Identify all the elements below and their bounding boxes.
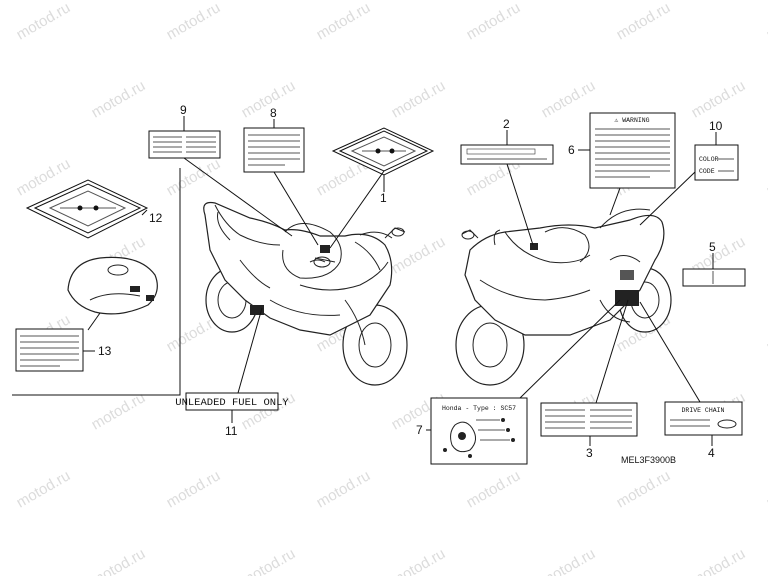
- label-11-fuel: UNLEADED FUEL ONLY: [175, 392, 289, 411]
- fuel-label-text: UNLEADED FUEL ONLY: [175, 397, 289, 409]
- label-1: [331, 127, 435, 176]
- watermark-text: motod.ru: [239, 77, 299, 121]
- callout-3: 3: [586, 446, 593, 460]
- color-text: COLOR: [699, 156, 719, 163]
- callout-numbers: 1 2 3 4 5 6 7 8 9 10 11 12 13: [98, 103, 723, 460]
- watermark-text: motod.ru: [464, 0, 524, 43]
- label-7: Honda - Type : SC57: [430, 397, 528, 465]
- callout-11: 11: [225, 424, 238, 438]
- diagram-code: MEL3F3900B: [621, 455, 676, 465]
- label-5: [682, 268, 746, 287]
- watermark-text: motod.ru: [389, 77, 449, 121]
- watermark-text: motod.ru: [539, 545, 599, 576]
- watermark-text: motod.ru: [314, 467, 374, 511]
- watermark-text: motod.ru: [689, 545, 749, 576]
- watermark-text: motod.ru: [164, 155, 224, 199]
- watermark-text: motod.ru: [689, 77, 749, 121]
- callout-4: 4: [708, 446, 715, 460]
- warning-text: ⚠ WARNING: [613, 117, 649, 124]
- callout-2: 2: [503, 117, 510, 131]
- honda-type-text: Honda - Type : SC57: [442, 405, 516, 412]
- callout-1: 1: [380, 191, 387, 205]
- watermark-text: motod.ru: [764, 0, 768, 43]
- callout-12: 12: [149, 211, 163, 225]
- drive-chain-text: DRIVE CHAIN: [682, 407, 725, 414]
- watermark-text: motod.ru: [14, 467, 74, 511]
- motorcycle-right-view: [455, 208, 672, 386]
- callout-8: 8: [270, 106, 277, 120]
- callout-10: 10: [709, 119, 723, 133]
- watermark-text: motod.ru: [89, 389, 149, 433]
- label-4: DRIVE CHAIN: [664, 401, 743, 436]
- callout-5: 5: [709, 240, 716, 254]
- callout-13: 13: [98, 344, 112, 358]
- watermark-text: motod.ru: [14, 0, 74, 43]
- watermark-text: motod.ru: [89, 77, 149, 121]
- leader-lines: [83, 116, 717, 446]
- watermark-text: motod.ru: [764, 467, 768, 511]
- watermark-text: motod.ru: [614, 467, 674, 511]
- watermark-text: motod.ru: [764, 155, 768, 199]
- label-2: [460, 144, 554, 165]
- watermark-text: motod.ru: [239, 545, 299, 576]
- watermark-text: motod.ru: [764, 311, 768, 355]
- fuel-tank: [67, 256, 158, 315]
- label-12: [25, 179, 149, 239]
- watermark-text: motod.ru: [539, 77, 599, 121]
- code-text: CODE: [699, 168, 715, 175]
- watermark-text: motod.ru: [164, 467, 224, 511]
- watermark-text: motod.ru: [389, 233, 449, 277]
- label-9: [148, 130, 221, 159]
- callout-9: 9: [180, 103, 187, 117]
- section-divider: [12, 168, 181, 396]
- label-3: [540, 402, 638, 437]
- watermark-text: motod.ru: [464, 467, 524, 511]
- watermark-text: motod.ru: [89, 545, 149, 576]
- watermark-text: motod.ru: [164, 0, 224, 43]
- watermark-text: motod.ru: [314, 0, 374, 43]
- callout-6: 6: [568, 143, 575, 157]
- motorcycle-left-view: [203, 201, 408, 386]
- label-6: ⚠ WARNING: [589, 112, 676, 189]
- watermark-text: motod.ru: [389, 545, 449, 576]
- label-8: [243, 127, 305, 173]
- watermark-text: motod.ru: [614, 0, 674, 43]
- label-13: [15, 328, 84, 372]
- label-10: COLOR CODE: [694, 144, 739, 181]
- callout-7: 7: [416, 423, 423, 437]
